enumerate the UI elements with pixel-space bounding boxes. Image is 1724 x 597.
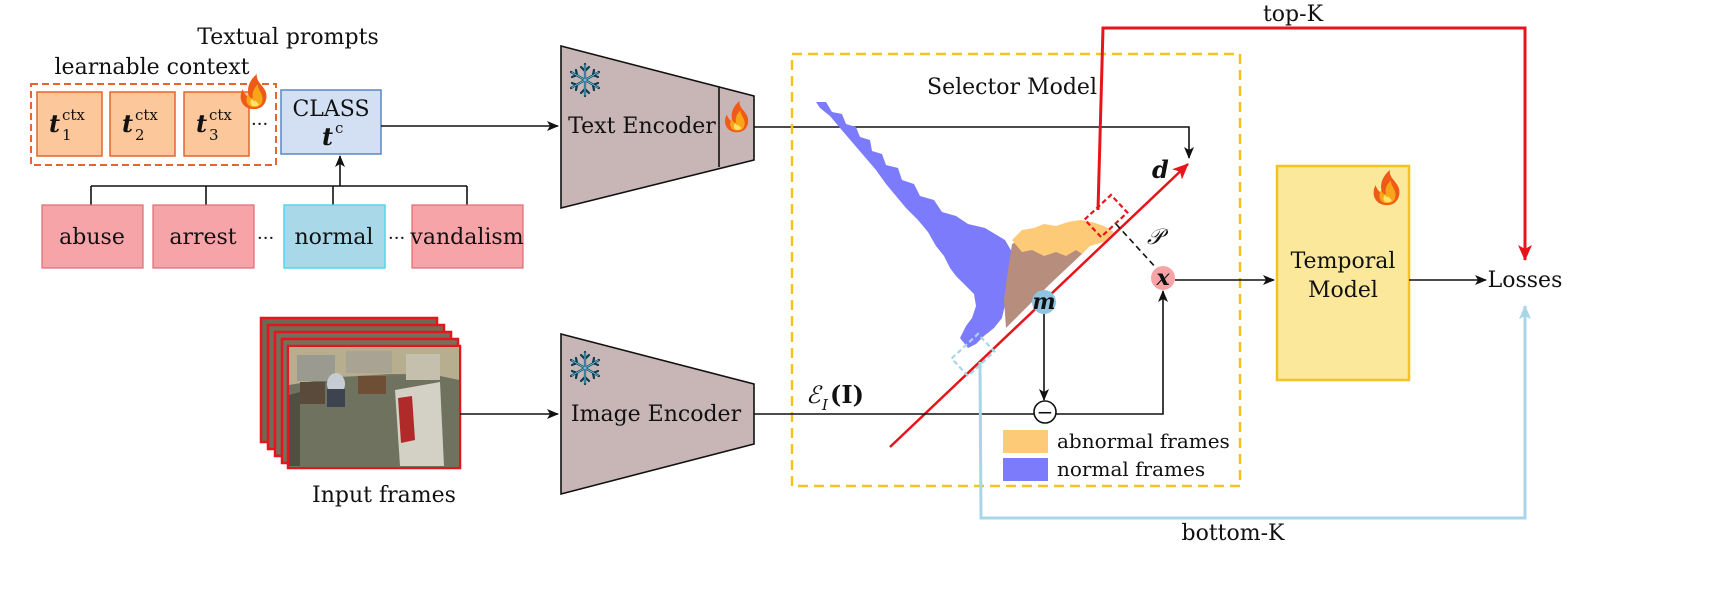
svg-text:ctx: ctx xyxy=(62,106,85,124)
svg-text:3: 3 xyxy=(209,126,219,144)
category-abuse[interactable]: abuse xyxy=(41,204,144,269)
prompts-title: Textual prompts xyxy=(197,25,378,50)
legend-abnormal-label: abnormal frames xyxy=(1057,429,1230,453)
ctx-ellipsis: ··· xyxy=(251,114,268,135)
mean-m-node xyxy=(1032,290,1056,314)
svg-text:t: t xyxy=(122,109,133,138)
losses-label: Losses xyxy=(1488,268,1563,293)
input-frame-image xyxy=(286,344,462,470)
minus-to-x-arrow xyxy=(1056,290,1168,415)
svg-text:abuse: abuse xyxy=(59,225,125,250)
svg-text:CLASS: CLASS xyxy=(292,97,369,122)
legend: abnormal frames normal frames xyxy=(1003,429,1230,481)
temporal-model[interactable]: Temporal Model xyxy=(1275,164,1411,382)
learnable-context-box xyxy=(30,83,277,166)
svg-text:ctx: ctx xyxy=(135,106,158,124)
svg-text:Model: Model xyxy=(1308,278,1378,303)
learnable-context-label: learnable context xyxy=(55,55,250,80)
input-frames-label: Input frames xyxy=(312,483,456,508)
ctx-token-3[interactable]: t ctx 3 xyxy=(183,91,250,157)
image-embedding-label: ℰ I (I) xyxy=(806,380,864,414)
top-k-label: top-K xyxy=(1263,2,1324,27)
class-token-box[interactable]: CLASS t c xyxy=(280,89,382,155)
projection-line xyxy=(1115,223,1159,271)
svg-text:ℰ: ℰ xyxy=(806,381,823,409)
text-encoder[interactable]: Text Encoder xyxy=(560,44,755,210)
frame-distribution xyxy=(816,102,1114,348)
abnormal-frames-region xyxy=(1012,220,1114,256)
svg-text:2: 2 xyxy=(135,126,145,144)
category-ellipsis-1: ··· xyxy=(257,228,274,249)
bottom-k-window xyxy=(950,332,996,378)
selector-model-box xyxy=(790,52,1242,488)
image-encoder[interactable]: Image Encoder xyxy=(560,332,755,496)
mean-m-label: m xyxy=(1032,289,1055,315)
svg-text:arrest: arrest xyxy=(169,225,236,250)
svg-text:normal: normal xyxy=(295,225,374,250)
svg-text:ctx: ctx xyxy=(209,106,232,124)
bottom-k-label: bottom-K xyxy=(1182,521,1286,546)
svg-text:vandalism: vandalism xyxy=(409,225,523,250)
svg-text:c: c xyxy=(335,119,343,137)
top-k-path xyxy=(1096,26,1532,261)
legend-abnormal-swatch xyxy=(1003,430,1048,453)
svg-text:t: t xyxy=(49,109,60,138)
svg-text:t: t xyxy=(322,122,333,151)
ctx-token-1[interactable]: t ctx 1 xyxy=(36,91,103,157)
legend-normal-label: normal frames xyxy=(1057,457,1205,481)
minus-node xyxy=(1033,400,1057,424)
svg-text:I: I xyxy=(821,396,829,414)
category-vandalism[interactable]: vandalism xyxy=(409,204,524,269)
legend-normal-swatch xyxy=(1003,458,1048,481)
bottom-k-path xyxy=(978,305,1531,520)
selector-model-title: Selector Model xyxy=(927,75,1097,100)
normal-frames-region xyxy=(816,102,1012,348)
svg-text:t: t xyxy=(196,109,207,138)
category-arrest[interactable]: arrest xyxy=(152,204,255,269)
category-normal[interactable]: normal xyxy=(283,204,386,269)
projection-label: 𝒫 xyxy=(1147,225,1169,250)
svg-text:(I): (I) xyxy=(830,380,864,409)
point-x-node xyxy=(1151,266,1175,290)
direction-label: d xyxy=(1152,155,1169,184)
svg-text:Temporal: Temporal xyxy=(1291,249,1396,274)
svg-text:1: 1 xyxy=(62,126,72,144)
ctx-token-2[interactable]: t ctx 2 xyxy=(109,91,176,157)
point-x-label: x xyxy=(1155,265,1170,291)
minus-symbol: − xyxy=(1037,400,1054,424)
svg-text:Text Encoder: Text Encoder xyxy=(568,114,716,139)
class-tree-connector xyxy=(90,155,468,205)
category-ellipsis-2: ··· xyxy=(388,228,405,249)
text-to-direction-arrow xyxy=(754,126,1194,159)
svg-text:Image Encoder: Image Encoder xyxy=(571,402,742,427)
